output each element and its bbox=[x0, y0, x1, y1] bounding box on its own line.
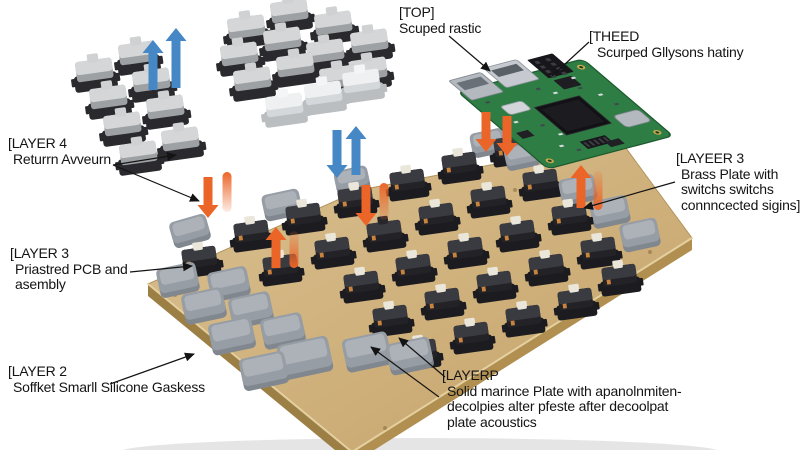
direction-arrows bbox=[142, 28, 603, 268]
label-layerp-plate: [LAYERP Solid marince Plate with apanoln… bbox=[442, 367, 682, 430]
keycap-icon bbox=[260, 312, 306, 350]
switch-icon bbox=[553, 283, 600, 321]
label-layer2-gasket: [LAYER 2 Soffket Smarll Silicone Gaskess bbox=[8, 363, 205, 395]
label-layer2-line2: Soffket Smarll Silicone Gaskess bbox=[13, 378, 205, 395]
switch-icon bbox=[501, 300, 548, 338]
switch-icon bbox=[449, 317, 496, 355]
keycap-icon bbox=[169, 213, 211, 249]
label-layerp-line3: decolpies alter pfeste after decoolpat bbox=[447, 398, 669, 414]
switch-icon bbox=[223, 10, 273, 50]
switch-icon bbox=[310, 6, 360, 46]
switch-icon bbox=[524, 249, 571, 287]
switch-icon bbox=[368, 300, 415, 338]
label-layeer3-line2: Brass Plate with bbox=[681, 165, 779, 182]
keycap-icon bbox=[239, 351, 289, 391]
up-arrow-icon bbox=[345, 126, 367, 175]
keycap-icon bbox=[386, 336, 434, 376]
switch-icon bbox=[472, 266, 519, 304]
label-theed-line2: Scurped Gllysons hatiny bbox=[597, 43, 744, 60]
leader-line bbox=[398, 337, 446, 378]
down-arrow-icon bbox=[496, 116, 518, 156]
up-arrow-icon bbox=[570, 165, 592, 208]
switch-icon bbox=[443, 232, 490, 270]
leader-lines bbox=[109, 35, 676, 398]
label-top-line1: [TOP] bbox=[399, 4, 435, 20]
keycap-icon bbox=[276, 335, 334, 381]
switch-icon bbox=[391, 249, 438, 287]
up-arrow-icon bbox=[165, 28, 187, 88]
pcb-board bbox=[449, 53, 671, 169]
label-layer4-line2: Returrn Avveurn bbox=[13, 150, 111, 167]
leader-line bbox=[583, 181, 676, 210]
label-layeer3-line4: connncected sigins] bbox=[681, 196, 800, 213]
switch-icon bbox=[310, 232, 357, 270]
switch-icon bbox=[115, 136, 165, 176]
up-arrow-icon bbox=[142, 40, 164, 90]
label-layeer3-line1: [LAYEER 3 bbox=[676, 150, 744, 166]
switch-icon bbox=[261, 88, 311, 128]
switch-icon bbox=[300, 76, 350, 116]
label-layeer3-brass: [LAYEER 3 Brass Plate with switchs switc… bbox=[676, 150, 800, 213]
label-layer2-line1: [LAYER 2 bbox=[8, 363, 67, 379]
switch-icon bbox=[339, 266, 386, 304]
label-layer4-line1: [LAYER 4 bbox=[8, 135, 67, 151]
switch-icon bbox=[466, 181, 513, 219]
leader-line bbox=[448, 35, 491, 72]
switch-icon bbox=[385, 164, 432, 202]
motion-bar bbox=[222, 172, 232, 212]
label-layeer3-line3: switchs switchs bbox=[681, 181, 774, 197]
switch-icon bbox=[597, 259, 644, 297]
label-layer3-line1: [LAYER 3 bbox=[10, 245, 69, 261]
down-arrow-icon bbox=[326, 130, 348, 178]
label-layerp-line2: Solid marince Plate with apanolnmiten- bbox=[447, 382, 682, 399]
switch-icon bbox=[420, 283, 467, 321]
leader-line bbox=[109, 352, 195, 385]
leader-line bbox=[112, 164, 200, 202]
switch-icon bbox=[272, 48, 322, 88]
label-top: [TOP] Scuped rastic bbox=[399, 4, 482, 36]
switch-icon bbox=[362, 215, 409, 253]
label-top-line2: Scuped rastic bbox=[399, 19, 482, 36]
motion-bar bbox=[593, 171, 603, 210]
switch-icon bbox=[437, 147, 484, 185]
switch-icon bbox=[414, 198, 461, 236]
keycap-icon bbox=[208, 316, 256, 356]
up-arrow-icon bbox=[265, 227, 287, 268]
label-layerp-line1: [LAYERP bbox=[442, 367, 499, 383]
down-arrow-icon bbox=[355, 185, 377, 226]
leader-line bbox=[551, 41, 590, 77]
switch-icon bbox=[495, 215, 542, 253]
switch-icon bbox=[229, 215, 276, 253]
leader-line bbox=[129, 262, 193, 273]
label-theed-line1: [THEED bbox=[589, 28, 640, 44]
down-arrow-icon bbox=[197, 177, 219, 218]
keycap-icon bbox=[619, 217, 661, 253]
switch-icon bbox=[281, 198, 328, 236]
motion-bar bbox=[289, 231, 299, 268]
leader-line bbox=[370, 346, 440, 398]
switch-icon bbox=[576, 232, 623, 270]
label-layer3-pcb: [LAYER 3 Priastred PCB and asembly bbox=[10, 245, 128, 293]
switch-icon bbox=[157, 122, 207, 162]
switch-icon bbox=[85, 80, 135, 120]
switch-icon bbox=[71, 53, 121, 93]
label-layer3-line3: asembly bbox=[15, 276, 66, 292]
keycap-icon bbox=[181, 287, 227, 325]
label-layerp-line4: plate acoustics bbox=[447, 413, 537, 430]
down-arrow-icon bbox=[475, 112, 497, 152]
switch-icon bbox=[338, 64, 388, 104]
label-theed: [THEED Scurped Gllysons hatiny bbox=[589, 28, 744, 60]
label-layer3-line2: Priastred PCB and bbox=[15, 260, 128, 277]
motion-bar bbox=[379, 183, 389, 220]
switch-cluster bbox=[71, 0, 396, 176]
leader-line bbox=[112, 151, 177, 166]
switch-icon bbox=[229, 62, 279, 102]
label-layer4: [LAYER 4 Returrn Avveurn bbox=[8, 135, 111, 167]
